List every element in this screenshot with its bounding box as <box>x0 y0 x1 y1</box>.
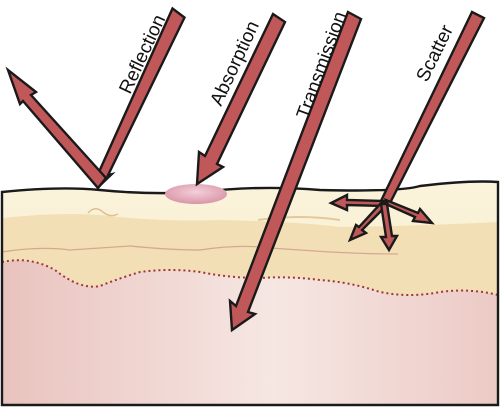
absorption-arrow <box>195 12 287 187</box>
transmission-arrow <box>228 10 363 333</box>
scatter-arrows <box>328 193 435 253</box>
scatter-arrow-right <box>383 197 435 225</box>
skin-outline <box>0 180 500 407</box>
skin-fold-mark <box>257 216 341 221</box>
skin-cross-section <box>0 180 500 407</box>
reflection-outgoing-arrow <box>5 66 108 190</box>
absorber-chromophore <box>165 184 227 204</box>
basement-membrane-line <box>1 259 499 296</box>
dermis-layer <box>2 260 498 405</box>
scatter-arrow-down <box>378 202 400 253</box>
skin-fold-mark <box>87 208 119 217</box>
dermal-line <box>1 245 399 255</box>
